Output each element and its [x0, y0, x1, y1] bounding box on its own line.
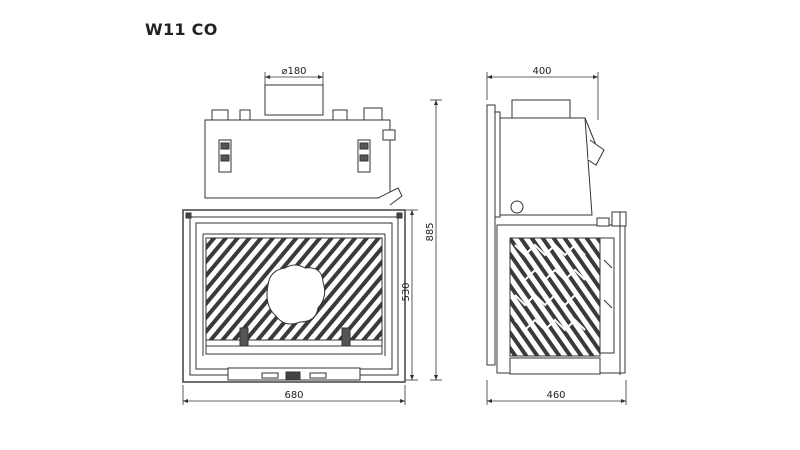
flue-collar — [264, 84, 324, 116]
dim-flue-diameter: ⌀180 — [281, 66, 306, 77]
front-view — [182, 84, 406, 383]
dim-total-height: 885 — [425, 222, 436, 241]
dim-door-height: 530 — [401, 282, 412, 301]
dim-side-width: 460 — [546, 390, 565, 401]
heat-exchanger — [509, 237, 601, 357]
side-view — [486, 99, 627, 375]
dim-depth-top: 400 — [532, 66, 551, 77]
firebox-opening — [266, 264, 326, 325]
side-upper-body — [499, 117, 593, 216]
dim-front-width: 680 — [284, 390, 303, 401]
model-title: W11 CO — [145, 20, 218, 39]
